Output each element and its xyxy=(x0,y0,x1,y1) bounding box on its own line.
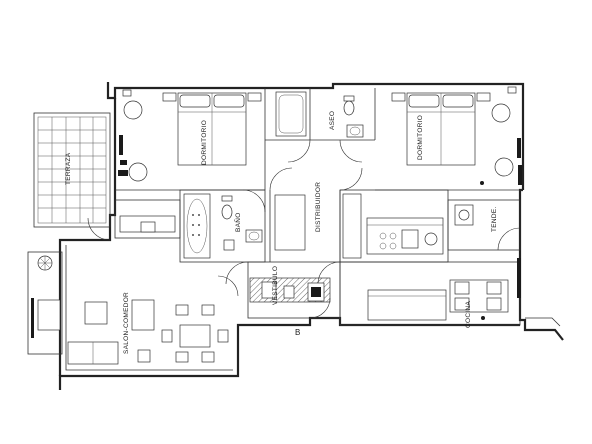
dormitorio-left: DORMITORIO xyxy=(115,88,266,191)
terraza-area: TERRAZA xyxy=(33,112,111,228)
dormitorio-right: DORMITORIO xyxy=(375,86,523,191)
label-dormitorio-left: DORMITORIO xyxy=(201,120,208,165)
cocina-upper xyxy=(339,189,449,263)
entrance-mark: B xyxy=(295,328,301,337)
label-salon-comedor: SALON-COMEDOR xyxy=(123,292,130,354)
bano-area: BAÑO xyxy=(179,189,266,263)
label-cocina: COCINA xyxy=(465,301,472,328)
aseo-area: ASEO xyxy=(265,88,376,163)
closets-left xyxy=(87,199,181,241)
label-vestibulo: VESTIBULO xyxy=(272,266,279,305)
label-aseo: ASEO xyxy=(329,111,336,130)
cocina-lower: COCINA xyxy=(339,258,521,328)
label-terraza: TERRAZA xyxy=(65,152,72,185)
label-tende: TENDE. xyxy=(491,206,498,232)
tende-area: TENDE. xyxy=(447,199,521,251)
salon-comedor-area: SALON-COMEDOR xyxy=(27,251,239,365)
distribuidor-area: DISTRIBUIDOR xyxy=(269,167,363,285)
label-dormitorio-right: DORMITORIO xyxy=(417,115,424,160)
label-bano: BAÑO xyxy=(233,212,242,232)
outer-walls xyxy=(58,82,564,390)
label-distribuidor: DISTRIBUIDOR xyxy=(315,182,322,232)
